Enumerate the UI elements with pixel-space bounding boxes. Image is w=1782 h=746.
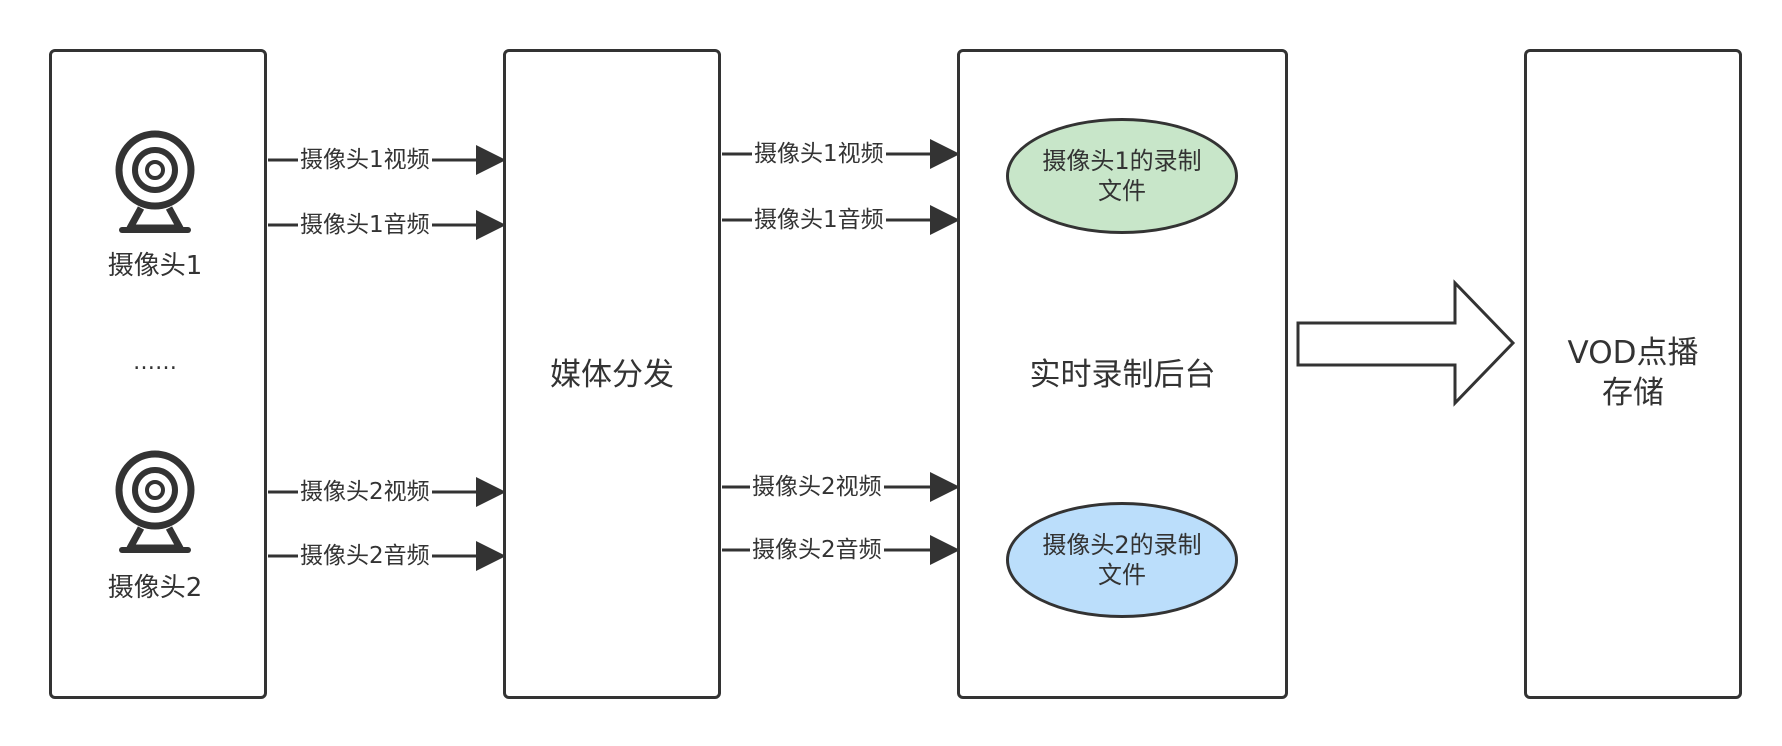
edge-label-cam1-video-left: 摄像头1视频 <box>298 145 432 175</box>
camera-source-box <box>49 49 267 699</box>
vod-storage-box <box>1524 49 1742 699</box>
big-hollow-arrow <box>1296 279 1516 407</box>
vod-storage-title: VOD点播 存储 <box>1524 333 1742 413</box>
camera2-label: 摄像头2 <box>107 573 203 603</box>
camera2-file-line1: 摄像头2的录制 <box>1042 531 1202 559</box>
realtime-recorder-title: 实时录制后台 <box>1029 357 1216 393</box>
edge-label-cam2-audio-right: 摄像头2音频 <box>750 535 884 565</box>
edge-label-cam2-video-right: 摄像头2视频 <box>750 472 884 502</box>
vod-title-line1: VOD点播 <box>1567 335 1699 371</box>
camera1-label: 摄像头1 <box>107 251 203 281</box>
media-distribution-box <box>503 49 721 699</box>
edge-label-cam1-video-right: 摄像头1视频 <box>752 139 886 169</box>
edge-label-cam1-audio-left: 摄像头1音频 <box>298 210 432 240</box>
camera2-file-line2: 文件 <box>1098 561 1146 589</box>
camera2-recording-file: 摄像头2的录制 文件 <box>1006 502 1238 618</box>
edge-label-cam2-audio-left: 摄像头2音频 <box>298 541 432 571</box>
webcam-icon <box>115 130 195 233</box>
media-distribution-title: 媒体分发 <box>550 357 674 393</box>
camera1-file-line2: 文件 <box>1098 177 1146 205</box>
camera1-recording-file: 摄像头1的录制 文件 <box>1006 118 1238 234</box>
webcam-icon <box>115 450 195 553</box>
camera1-file-line1: 摄像头1的录制 <box>1042 147 1202 175</box>
edge-label-cam2-video-left: 摄像头2视频 <box>298 477 432 507</box>
vod-title-line2: 存储 <box>1602 375 1664 411</box>
ellipsis-text: …… <box>133 350 177 375</box>
edge-label-cam1-audio-right: 摄像头1音频 <box>752 205 886 235</box>
